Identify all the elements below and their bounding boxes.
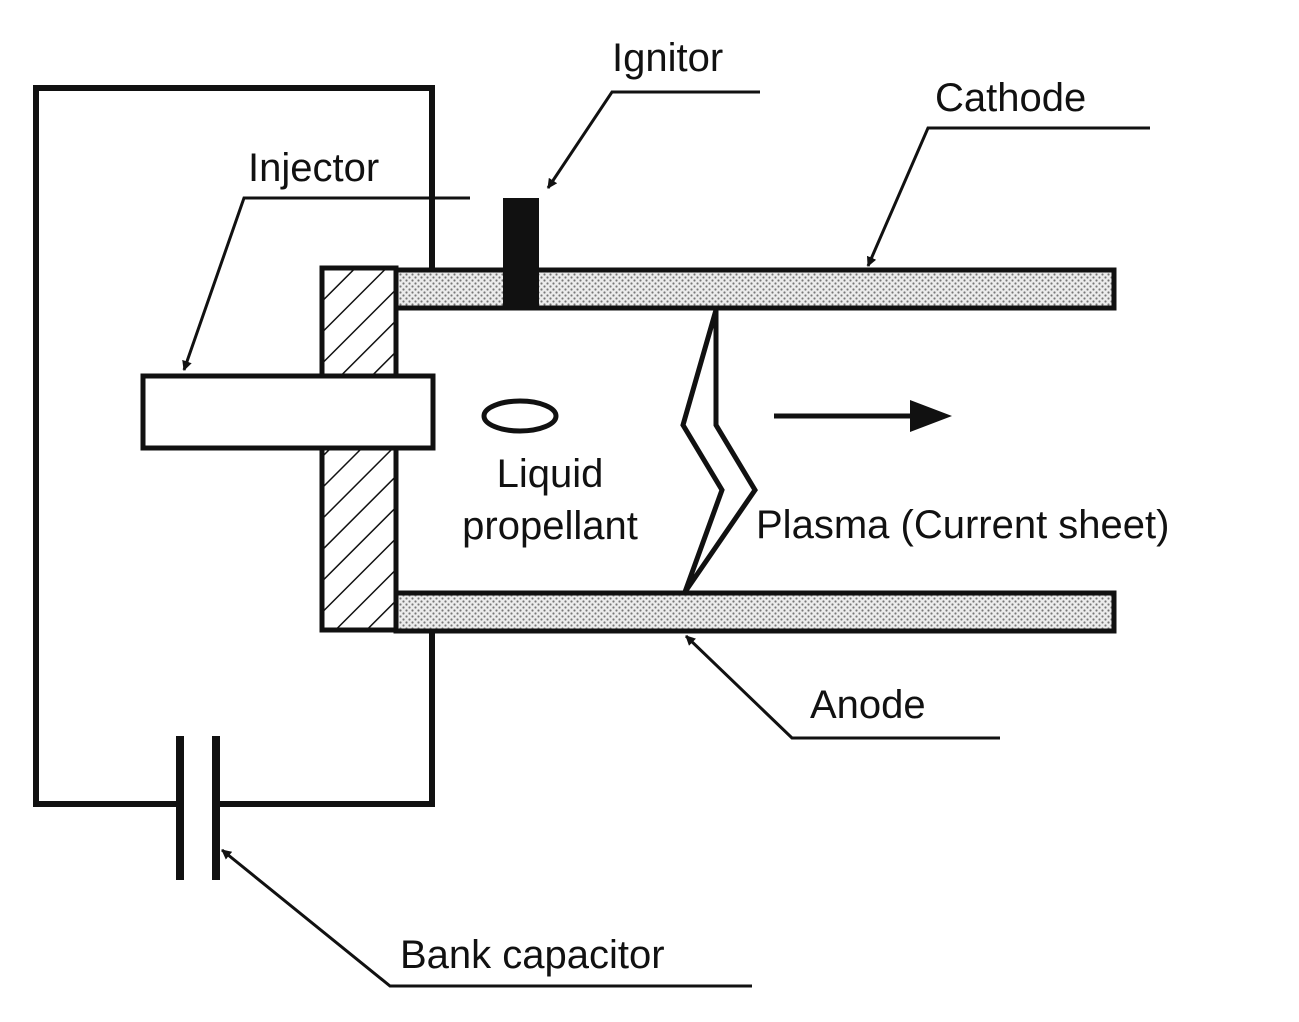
bank-capacitor-symbol: [176, 736, 220, 880]
anode-label: Anode: [810, 683, 926, 727]
liquid-propellant-line2: propellant: [462, 504, 638, 548]
liquid-propellant-label: Liquid propellant: [430, 448, 670, 552]
injector-leader: [182, 196, 470, 371]
ignitor-block: [503, 198, 539, 308]
liquid-propellant-line1: Liquid: [496, 452, 604, 496]
circuit-wire: [33, 85, 435, 807]
ignitor-leader: [546, 90, 760, 189]
bank-capacitor-leader: [221, 848, 752, 988]
ignitor-label: Ignitor: [612, 36, 724, 80]
injector-bar: [140, 373, 436, 451]
plasma-current-sheet: [680, 309, 758, 594]
motion-arrow: [774, 400, 952, 432]
cathode-label: Cathode: [935, 76, 1087, 120]
cathode-leader: [866, 126, 1150, 267]
anode-electrode: [393, 590, 1117, 634]
liquid-droplet: [481, 398, 559, 434]
injector-label: Injector: [248, 146, 380, 190]
plasma-label: Plasma (Current sheet): [756, 503, 1170, 547]
anode-leader: [684, 634, 1000, 740]
bank-capacitor-label: Bank capacitor: [400, 933, 665, 977]
